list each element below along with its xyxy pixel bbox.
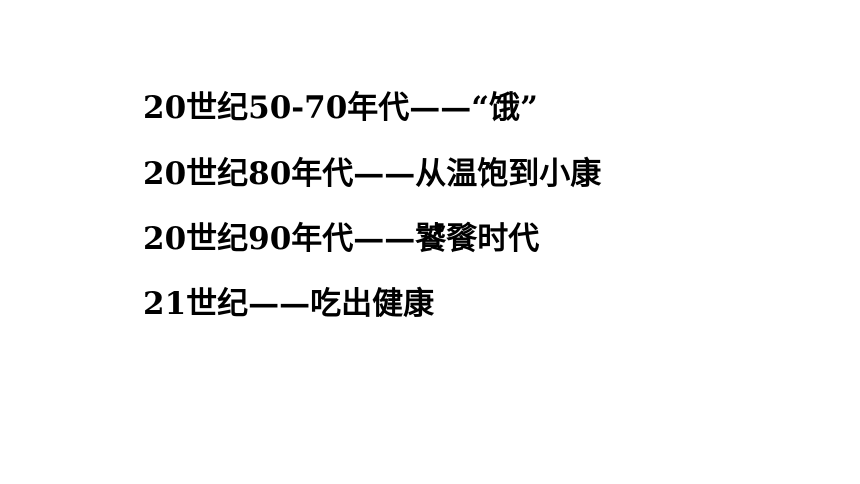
era-line-1950s-1970s: 20世纪50-70年代——“饿” (143, 90, 538, 126)
era-line-1990s: 20世纪90年代——饕餮时代 (143, 221, 540, 257)
era-line-1980s: 20世纪80年代——从温饱到小康 (143, 156, 602, 192)
era-line-21st-century: 21世纪——吃出健康 (143, 286, 435, 322)
